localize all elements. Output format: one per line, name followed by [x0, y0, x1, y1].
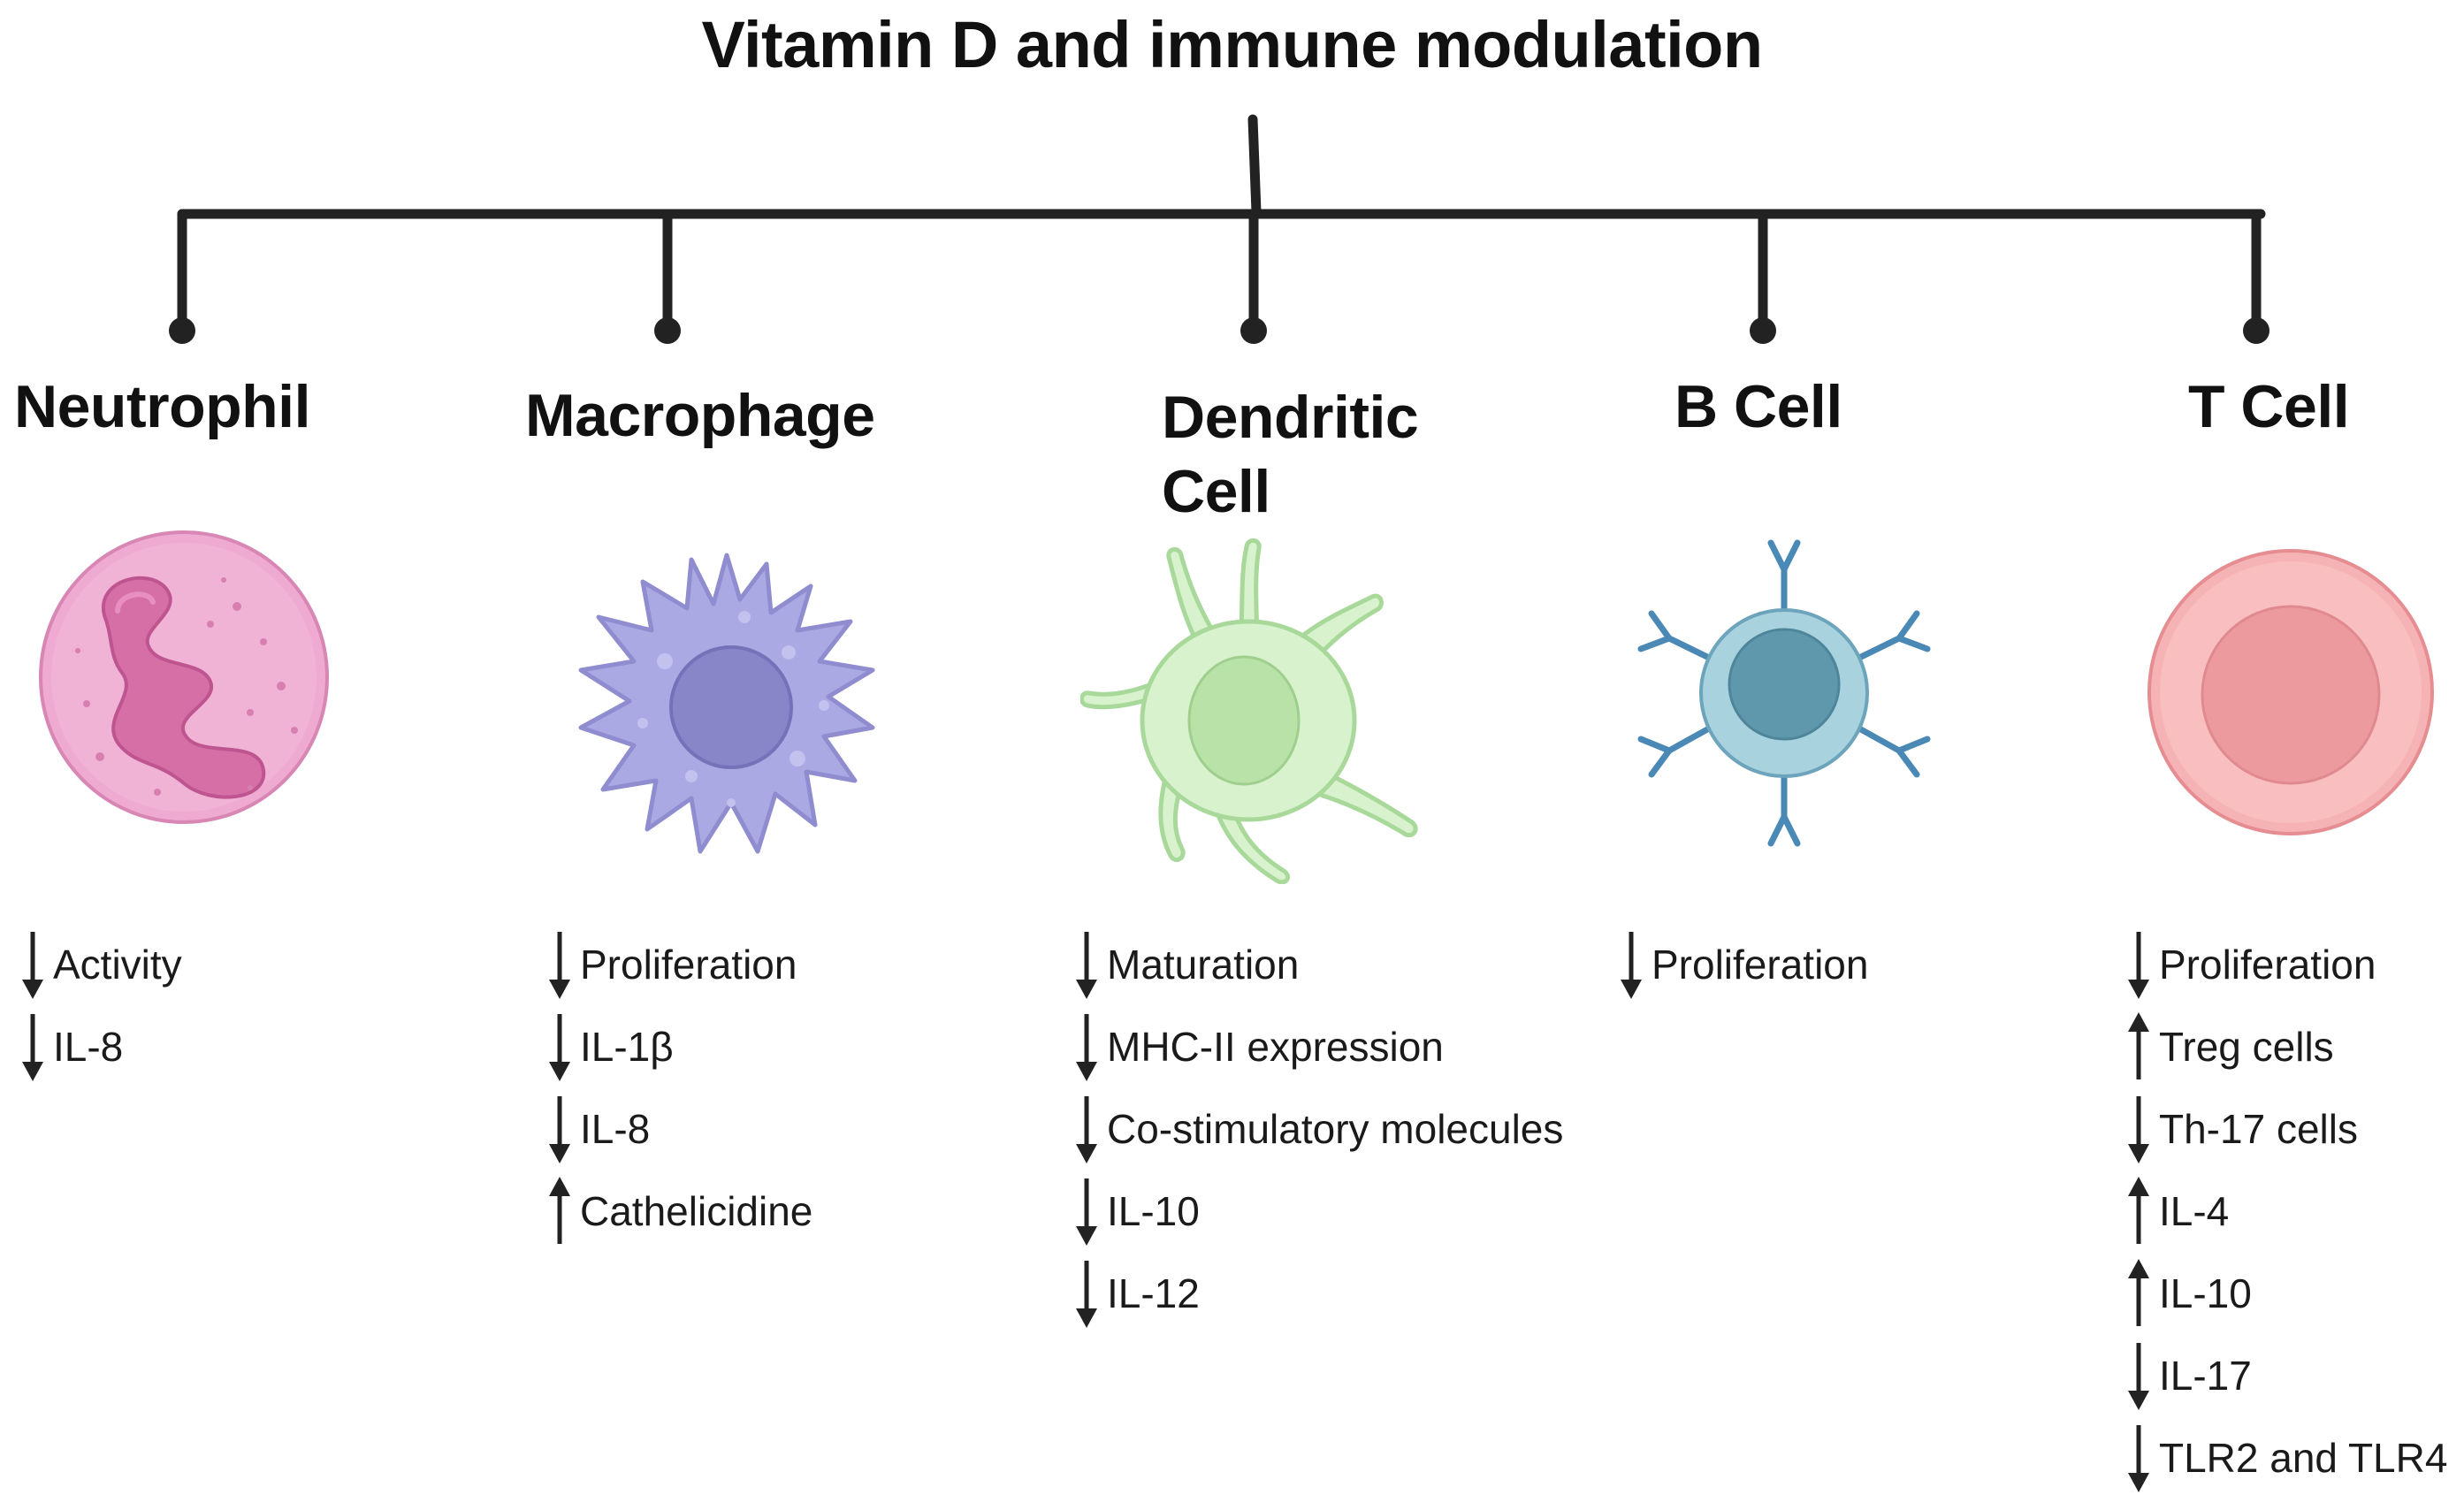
effect-text: IL-10 [1107, 1187, 1200, 1234]
effect-item: IL-8 [543, 1087, 812, 1170]
down-arrow-icon [1070, 923, 1107, 1005]
up-arrow-icon [543, 1170, 580, 1252]
effect-text: IL-8 [580, 1105, 651, 1152]
effect-item: Cathelicidine [543, 1170, 812, 1252]
connector-node-neutrophil [169, 317, 195, 344]
effects-list-t-cell: Proliferation Treg cells Th-17 cells IL-… [2122, 923, 2447, 1499]
effect-item: Co-stimulatory molecules [1070, 1087, 1563, 1170]
down-arrow-icon [2122, 1416, 2159, 1499]
cell-label-macrophage: Macrophage [525, 382, 875, 449]
effect-item: IL-4 [2122, 1170, 2447, 1252]
down-arrow-icon [1070, 1005, 1107, 1087]
cell-label-dendritic-cell: Dendritic Cell [1162, 380, 1419, 529]
cell-label-dendritic-line2: Cell [1162, 458, 1270, 525]
down-arrow-icon [2122, 923, 2159, 1005]
effect-item: IL-17 [2122, 1334, 2447, 1416]
down-arrow-icon [543, 1005, 580, 1087]
effect-item: MHC-II expression [1070, 1005, 1563, 1087]
down-arrow-icon [1070, 1087, 1107, 1170]
down-arrow-icon [543, 1087, 580, 1170]
effect-item: IL-8 [16, 1005, 182, 1087]
effect-text: Proliferation [580, 941, 797, 988]
effects-list-macrophage: Proliferation IL-1β IL-8 Cathelicidine [543, 923, 812, 1252]
effect-item: Proliferation [2122, 923, 2447, 1005]
effect-text: MHC-II expression [1107, 1023, 1444, 1070]
connector-trunk [1247, 114, 1262, 217]
diagram-title: Vitamin D and immune modulation [701, 8, 1763, 81]
effect-text: Proliferation [1652, 941, 1869, 988]
effect-item: IL-10 [2122, 1252, 2447, 1334]
effect-text: IL-8 [53, 1023, 124, 1070]
effect-text: Proliferation [2159, 941, 2376, 988]
up-arrow-icon [2122, 1252, 2159, 1334]
connector-node-macrophage [654, 317, 681, 344]
effect-text: Co-stimulatory molecules [1107, 1105, 1564, 1152]
up-arrow-icon [2122, 1005, 2159, 1087]
neutrophil-icon [39, 530, 329, 824]
effect-text: Maturation [1107, 941, 1300, 988]
effect-item: Proliferation [543, 923, 812, 1005]
effect-text: IL-10 [2159, 1270, 2252, 1316]
macrophage-icon [578, 553, 875, 854]
effect-item: IL-10 [1070, 1170, 1563, 1252]
effects-list-neutrophil: Activity IL-8 [16, 923, 182, 1087]
connector-tree [169, 114, 2269, 344]
cell-label-t-cell: T Cell [2188, 373, 2350, 440]
cell-label-neutrophil: Neutrophil [14, 373, 310, 440]
cell-label-dendritic-line1: Dendritic [1162, 384, 1419, 451]
effect-text: Activity [53, 941, 182, 988]
down-arrow-icon [1614, 923, 1652, 1005]
down-arrow-icon [1070, 1170, 1107, 1252]
down-arrow-icon [2122, 1087, 2159, 1170]
cell-label-b-cell: B Cell [1674, 373, 1842, 440]
down-arrow-icon [16, 923, 53, 1005]
effect-text: TLR2 and TLR4 [2159, 1434, 2448, 1481]
effect-item: Treg cells [2122, 1005, 2447, 1087]
effect-text: IL-17 [2159, 1352, 2252, 1399]
effect-item: Maturation [1070, 923, 1563, 1005]
connector-node-dendritic [1240, 317, 1267, 344]
effect-text: Treg cells [2159, 1023, 2334, 1070]
dendritic-cell-icon [1080, 538, 1418, 884]
effect-text: Cathelicidine [580, 1187, 813, 1234]
effect-text: IL-4 [2159, 1187, 2230, 1234]
effect-text: IL-12 [1107, 1270, 1200, 1316]
connector-node-b-cell [1750, 317, 1776, 344]
effect-item: TLR2 and TLR4 [2122, 1416, 2447, 1499]
down-arrow-icon [543, 923, 580, 1005]
effects-list-b-cell: Proliferation [1614, 923, 1868, 1005]
t-cell-icon [2147, 549, 2434, 835]
effect-item: IL-12 [1070, 1252, 1563, 1334]
down-arrow-icon [1070, 1252, 1107, 1334]
down-arrow-icon [16, 1005, 53, 1087]
effect-text: IL-1β [580, 1023, 674, 1070]
connector-node-t-cell [2243, 317, 2269, 344]
effect-item: Activity [16, 923, 182, 1005]
up-arrow-icon [2122, 1170, 2159, 1252]
effect-item: Th-17 cells [2122, 1087, 2447, 1170]
down-arrow-icon [2122, 1334, 2159, 1416]
effect-item: IL-1β [543, 1005, 812, 1087]
effect-item: Proliferation [1614, 923, 1868, 1005]
effects-list-dendritic-cell: Maturation MHC-II expression Co-stimulat… [1070, 923, 1563, 1334]
effect-text: Th-17 cells [2159, 1105, 2358, 1152]
b-cell-icon [1637, 539, 1931, 847]
